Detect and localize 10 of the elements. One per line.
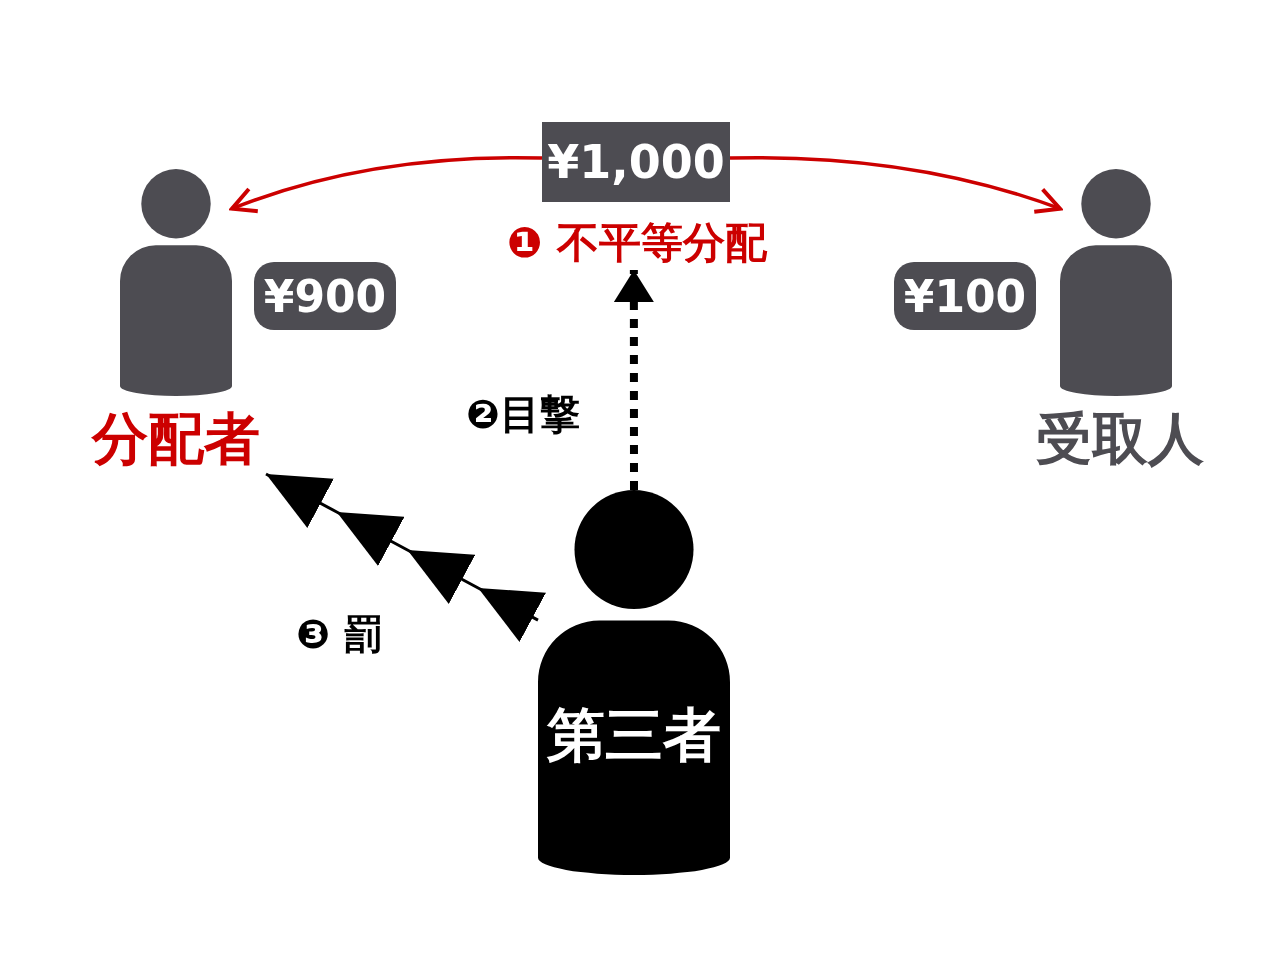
amount-badge: ¥100 [894,262,1036,330]
amount-box: ¥1,000 [542,122,730,202]
amount-badge: ¥900 [254,262,396,330]
chevron-arrow [265,472,546,642]
role-label: 受取人 [1035,405,1205,473]
arrow [730,155,1062,215]
role-label: 分配者 [90,405,261,473]
arrow [230,155,543,214]
person-label: 第三者 [546,700,722,770]
step-label: ❶ 不平等分配 [480,216,794,270]
